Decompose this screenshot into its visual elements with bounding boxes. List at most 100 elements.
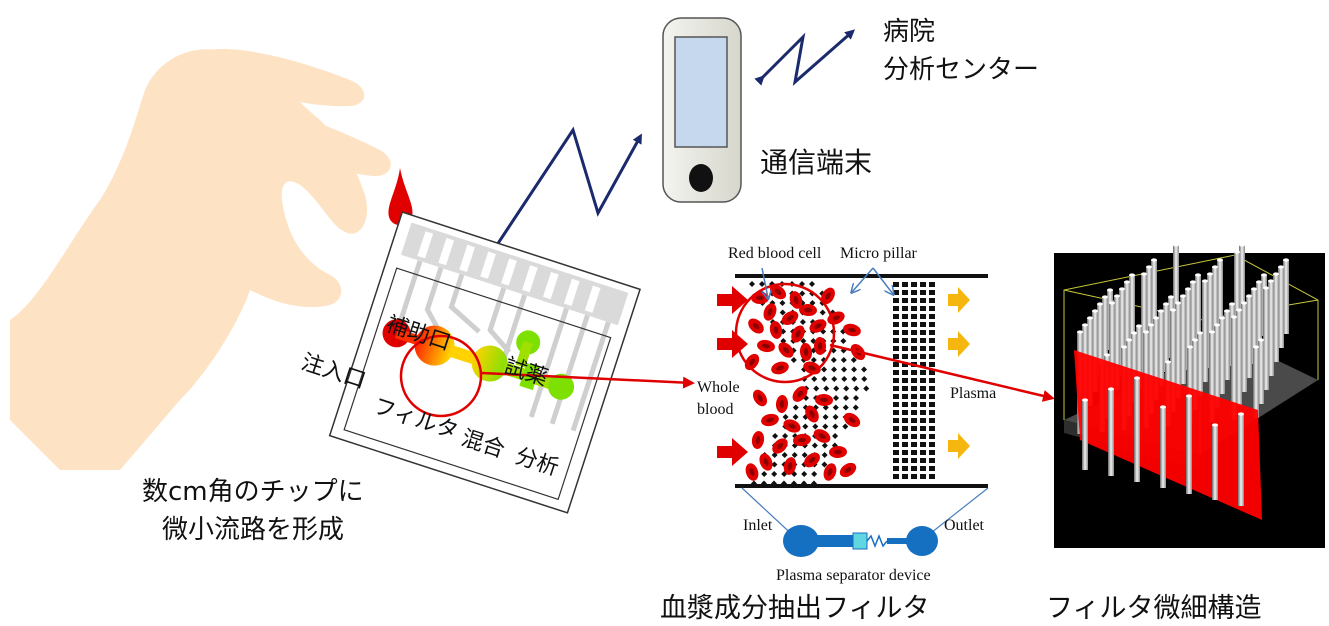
micro-pillar-dot [771, 461, 778, 468]
pillar-3d [1163, 302, 1169, 372]
micro-pillar-square [893, 442, 899, 447]
pillar-3d [1124, 280, 1130, 362]
outlet-label: Outlet [944, 517, 985, 534]
micro-pillar-dot [832, 423, 839, 430]
pillar-3d [1158, 309, 1164, 386]
micro-pillar-square [902, 282, 908, 287]
pillar-3d [1273, 272, 1279, 362]
micro-pillar-square [929, 290, 935, 295]
red-blood-cell-icon [799, 303, 817, 317]
pillar-3d [1185, 287, 1191, 370]
red-blood-cell-icon [748, 318, 764, 334]
red-blood-cell-icon [789, 291, 803, 309]
micro-pillar-square [893, 346, 899, 351]
pillar-3d [1195, 273, 1201, 342]
micro-pillar-square [920, 410, 926, 415]
micro-pillar-dot [842, 404, 849, 411]
red-blood-cell-icon [793, 433, 811, 447]
micro-pillar-dot [801, 471, 808, 477]
micro-pillar-square [911, 474, 917, 479]
micro-pillar-square [902, 338, 908, 343]
zoom-arrow-pillars [829, 343, 1055, 402]
red-blood-cell-icon [783, 457, 797, 475]
micro-pillar-square [929, 370, 935, 375]
micro-pillar-square [929, 434, 935, 439]
red-blood-cell-icon [813, 337, 827, 355]
micro-pillar-square [902, 458, 908, 463]
pillar-3d [1241, 301, 1247, 392]
micro-pillar-dot [780, 480, 787, 487]
micro-pillar-square [911, 282, 917, 287]
micro-pillar-dot [811, 471, 818, 477]
micro-pillar-square [902, 434, 908, 439]
micro-pillar-dot [812, 423, 819, 430]
filter-microstructure-image [1054, 243, 1325, 548]
pillar-3d [1119, 287, 1125, 376]
micro-pillar-dot [823, 385, 830, 392]
micro-pillar-dot [850, 357, 857, 363]
micro-pillar-square [920, 386, 926, 391]
whole-blood-label-line1: Whole [697, 379, 740, 396]
micro-pillar-dot [821, 376, 828, 382]
pillar-3d [1190, 280, 1196, 356]
signal-zigzag-icon [754, 29, 856, 86]
micro-pillar-square [902, 402, 908, 407]
micro-pillar-square [929, 458, 935, 463]
pillar-3d [1212, 265, 1218, 354]
micro-pillar-square [893, 474, 899, 479]
micro-pillar-dot [761, 471, 768, 477]
micro-pillar-square [911, 322, 917, 327]
micro-pillar-square [902, 346, 908, 351]
red-blood-cell-icon [745, 463, 759, 481]
pillar-3d [1263, 286, 1269, 390]
micro-pillar-square [911, 450, 917, 455]
micro-pillar-dot [841, 376, 848, 382]
red-blood-cell-icon [771, 361, 789, 375]
micro-pillar-dot [771, 471, 778, 477]
pillar-3d [1202, 279, 1208, 382]
micro-pillar-square [929, 418, 935, 423]
pillar-3d [1253, 345, 1259, 418]
micro-pillar-dot [851, 366, 858, 373]
micro-pillar-dot [821, 452, 828, 458]
micro-pillar-dot [863, 385, 870, 392]
micro-pillar-square [902, 298, 908, 303]
micro-pillar-square [920, 306, 926, 311]
micro-pillar-square [911, 434, 917, 439]
micro-pillar-dot [810, 480, 817, 487]
pillar-3d [1170, 308, 1176, 412]
micro-pillar-square [902, 370, 908, 375]
micro-pillar-dot [821, 442, 828, 449]
red-blood-cell-icon [804, 452, 820, 468]
micro-pillar-dot [790, 480, 797, 487]
micro-pillar-square [893, 282, 899, 287]
micro-pillar-square [902, 362, 908, 367]
pillar-3d [1209, 330, 1215, 422]
plasma-separator-device-icon [741, 487, 989, 557]
red-blood-cell-icon [792, 386, 808, 402]
pillar-3d [1187, 345, 1193, 424]
micro-pillar-square [902, 426, 908, 431]
micro-pillar-square [929, 330, 935, 335]
micro-pillar-dot [781, 452, 788, 458]
micro-pillar-dot [770, 480, 777, 487]
pillar-3d [1092, 309, 1098, 392]
micro-pillar-square [902, 450, 908, 455]
red-blood-cell-icon [813, 429, 831, 443]
micro-pillar-dot [843, 385, 850, 392]
micro-pillar-dot [832, 404, 839, 411]
pillar-3d [1175, 301, 1181, 398]
micro-pillar-dot [750, 480, 757, 487]
micro-pillar-square [920, 378, 926, 383]
pillar-3d [1097, 302, 1103, 378]
pillar-3d [1219, 316, 1225, 394]
micro-pillar-square [929, 466, 935, 471]
micro-pillar-square [893, 322, 899, 327]
plasma-label: Plasma [950, 385, 996, 402]
micro-pillar-dot [800, 480, 807, 487]
micro-pillar-square [929, 402, 935, 407]
micro-pillar-square [902, 378, 908, 383]
micro-pillar-dot [790, 357, 797, 363]
micro-pillar-square [929, 362, 935, 367]
